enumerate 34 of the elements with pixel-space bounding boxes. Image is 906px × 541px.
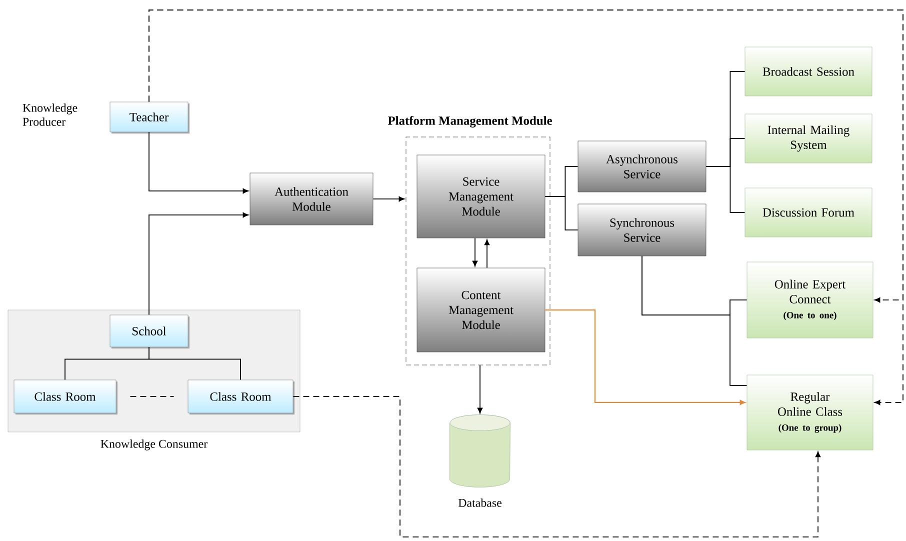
arrow [372, 196, 405, 202]
entity-box: Class Room [14, 380, 118, 414]
module-box: Synchronous Service [578, 204, 706, 256]
entity-box: School [110, 314, 190, 348]
connector-line [148, 346, 241, 380]
service-box: Regular Online Class (One to group) [746, 374, 874, 450]
dashed-connector [130, 396, 174, 397]
arrow [477, 364, 483, 414]
module-box: Service Management Module [416, 154, 546, 238]
node-label: Knowledge Producer [22, 104, 78, 126]
entity-box: Teacher Knowledge Producer [22, 102, 190, 134]
service-box: Broadcast Session [744, 46, 872, 96]
arrow [148, 212, 249, 316]
module-box: Content Management Module [416, 268, 546, 352]
arrow [545, 309, 746, 405]
module-box: Asynchronous Service [578, 140, 706, 192]
service-box: Internal Mailing System [744, 114, 872, 164]
dashed-connector [148, 10, 904, 406]
dashed-connector [292, 396, 821, 538]
arrow [484, 239, 490, 268]
entity-box: Class Room [188, 380, 294, 414]
connector-line [706, 166, 746, 213]
connector-line [544, 196, 578, 230]
connector-line [642, 256, 748, 386]
service-box: Discussion Forum [744, 188, 872, 238]
node-label: Knowledge Consumer [100, 440, 208, 450]
database-cylinder: Database [450, 414, 510, 507]
service-box: Online Expert Connect (One to one) [746, 262, 874, 338]
arrow [472, 238, 478, 267]
module-group [406, 136, 550, 366]
node-label: Database [458, 498, 502, 507]
group-heading: Platform Management Module [388, 116, 552, 128]
arrow [148, 132, 249, 194]
module-box: Authentication Module [250, 172, 374, 226]
